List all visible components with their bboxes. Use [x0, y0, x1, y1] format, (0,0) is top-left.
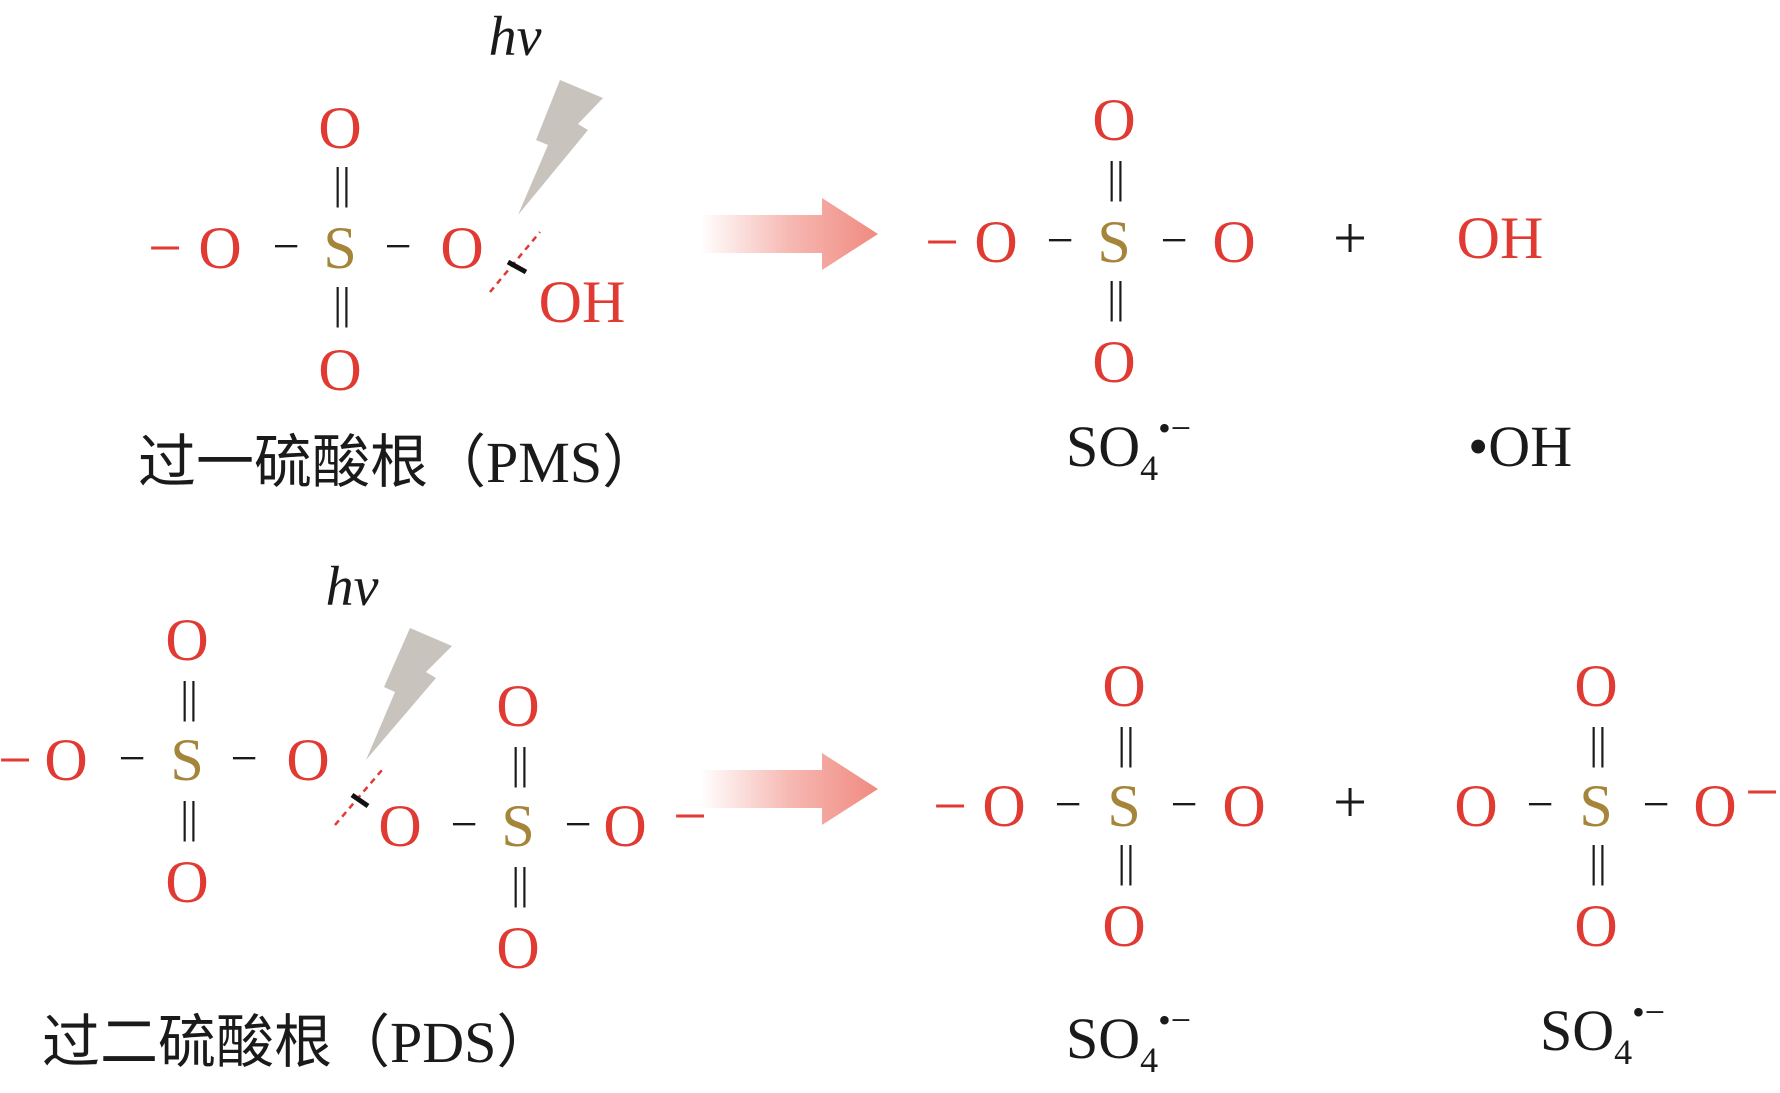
single-bond: −: [1160, 214, 1187, 267]
oxygen-atom: O: [1102, 653, 1145, 719]
pms-products: O || − O − S − O || O + OH SO4•− •OH: [925, 87, 1572, 488]
cleavage-mark: [350, 792, 370, 809]
oxygen-atom: O: [318, 337, 361, 403]
sulfur-atom: S: [1107, 773, 1140, 839]
negative-charge: −: [148, 215, 182, 281]
single-bond: −: [1170, 778, 1197, 831]
reaction-arrow: [700, 198, 878, 270]
oxygen-atom: O: [440, 215, 483, 281]
reaction-arrow: [700, 753, 878, 825]
oxygen-atom: O: [1222, 773, 1265, 839]
oxygen-atom: O: [496, 673, 539, 739]
double-bond: ||: [180, 673, 198, 722]
oxygen-atom: O: [286, 727, 329, 793]
single-bond: −: [1526, 778, 1553, 831]
lightning-icon: [518, 80, 603, 215]
oxygen-atom: O: [1574, 893, 1617, 959]
oxygen-atom: O: [982, 773, 1025, 839]
light-symbol: hv: [489, 6, 542, 68]
pds-reactant: hv O || − O − S − O || O O || O − S − O …: [0, 556, 707, 1075]
single-bond: −: [564, 798, 591, 851]
plus-sign: +: [1333, 769, 1367, 835]
oxygen-atom: O: [378, 793, 421, 859]
cleavage-line: [489, 231, 541, 293]
sulfur-atom: S: [323, 215, 356, 281]
oxygen-atom: O: [1102, 893, 1145, 959]
pms-reactant: hv O || − O − S − O OH || O 过一硫酸根（PMS）: [138, 6, 660, 495]
hydroxyl-radical-formula: •OH: [1468, 414, 1572, 479]
pds-products: O || − O − S − O || O + O || O − S − O −…: [933, 653, 1779, 1080]
double-bond: ||: [1589, 837, 1607, 886]
sulfate-radical-formula: SO4•−: [1066, 408, 1191, 488]
single-bond: −: [384, 220, 411, 273]
oxygen-atom: O: [1574, 653, 1617, 719]
single-bond: −: [1642, 778, 1669, 831]
single-bond: −: [272, 220, 299, 273]
oxygen-atom: O: [1454, 773, 1497, 839]
double-bond: ||: [511, 859, 529, 908]
oxygen-atom: O: [165, 849, 208, 915]
negative-charge: −: [1745, 759, 1779, 825]
oxygen-atom: O: [1092, 87, 1135, 153]
double-bond: ||: [333, 159, 351, 208]
negative-charge: −: [933, 773, 967, 839]
double-bond: ||: [1107, 153, 1125, 202]
pds-label: 过二硫酸根（PDS）: [42, 1010, 554, 1075]
sulfate-radical-formula: SO4•−: [1066, 1000, 1191, 1080]
single-bond: −: [1054, 778, 1081, 831]
oxygen-atom: O: [603, 793, 646, 859]
double-bond: ||: [511, 739, 529, 788]
sulfur-atom: S: [170, 727, 203, 793]
plus-sign: +: [1333, 205, 1367, 271]
single-bond: −: [450, 798, 477, 851]
sulfate-radical-formula: SO4•−: [1540, 992, 1665, 1072]
single-bond: −: [1046, 214, 1073, 267]
oxygen-atom: O: [1212, 209, 1255, 275]
oxygen-atom: O: [318, 95, 361, 161]
oxygen-atom: O: [165, 607, 208, 673]
oxygen-atom: O: [974, 209, 1017, 275]
sulfur-atom: S: [501, 793, 534, 859]
double-bond: ||: [180, 793, 198, 842]
single-bond: −: [230, 732, 257, 785]
oxygen-atom: O: [496, 915, 539, 981]
oxygen-atom: O: [1092, 329, 1135, 395]
hydroxyl-group: OH: [1457, 205, 1544, 271]
sulfur-atom: S: [1579, 773, 1612, 839]
double-bond: ||: [1589, 719, 1607, 768]
double-bond: ||: [1117, 837, 1135, 886]
single-bond: −: [118, 732, 145, 785]
light-symbol: hv: [326, 556, 379, 618]
double-bond: ||: [333, 279, 351, 328]
negative-charge: −: [0, 727, 32, 793]
oxygen-atom: O: [1693, 773, 1736, 839]
double-bond: ||: [1117, 719, 1135, 768]
sulfur-atom: S: [1097, 209, 1130, 275]
lightning-icon: [366, 628, 452, 760]
pms-label: 过一硫酸根（PMS）: [138, 430, 660, 495]
oxygen-atom: O: [44, 727, 87, 793]
cleavage-mark: [506, 259, 528, 275]
oxygen-atom: O: [198, 215, 241, 281]
hydroxyl-group: OH: [539, 269, 626, 335]
double-bond: ||: [1107, 273, 1125, 322]
negative-charge: −: [925, 209, 959, 275]
